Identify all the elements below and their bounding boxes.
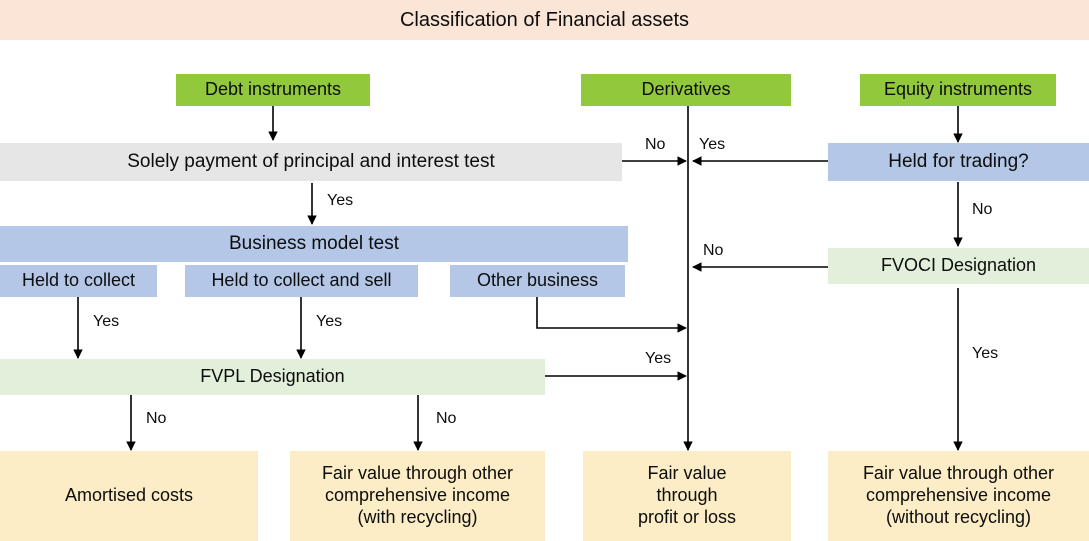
page-title: Classification of Financial assets xyxy=(0,0,1089,40)
edge-label-held-trading-no: No xyxy=(972,201,993,218)
edge-label-htc-yes: Yes xyxy=(93,313,120,330)
node-fvoci-designation[interactable]: FVOCI Designation xyxy=(828,248,1089,284)
edge-label-fvpl-no-right: No xyxy=(436,410,457,427)
edge-label-sppi-no: No xyxy=(645,136,666,153)
node-equity-instruments[interactable]: Equity instruments xyxy=(860,74,1056,106)
node-debt-instruments[interactable]: Debt instruments xyxy=(176,74,370,106)
edge-label-derivatives-yes: Yes xyxy=(699,136,726,153)
node-held-for-trading[interactable]: Held for trading? xyxy=(828,143,1089,181)
node-derivatives[interactable]: Derivatives xyxy=(581,74,791,106)
node-fvoci-with-recycling[interactable]: Fair value through other comprehensive i… xyxy=(290,451,545,541)
node-fvpl-designation[interactable]: FVPL Designation xyxy=(0,359,545,395)
node-sppi-test[interactable]: Solely payment of principal and interest… xyxy=(0,143,622,181)
node-business-model-test[interactable]: Business model test xyxy=(0,226,628,262)
node-amortised-costs[interactable]: Amortised costs xyxy=(0,451,258,541)
edge-label-htcs-yes: Yes xyxy=(316,313,343,330)
node-other-business[interactable]: Other business xyxy=(450,265,625,297)
node-held-to-collect-and-sell[interactable]: Held to collect and sell xyxy=(185,265,418,297)
edge-label-fvoci-no: No xyxy=(703,242,724,259)
node-fvtpl[interactable]: Fair value through profit or loss xyxy=(583,451,791,541)
edge-label-fvoci-yes: Yes xyxy=(972,345,999,362)
edge-label-fvpl-no-left: No xyxy=(146,410,167,427)
node-held-to-collect[interactable]: Held to collect xyxy=(0,265,157,297)
edge-label-sppi-yes: Yes xyxy=(327,192,354,209)
node-fvoci-without-recycling[interactable]: Fair value through other comprehensive i… xyxy=(828,451,1089,541)
edge-label-fvpl-yes: Yes xyxy=(645,350,672,367)
